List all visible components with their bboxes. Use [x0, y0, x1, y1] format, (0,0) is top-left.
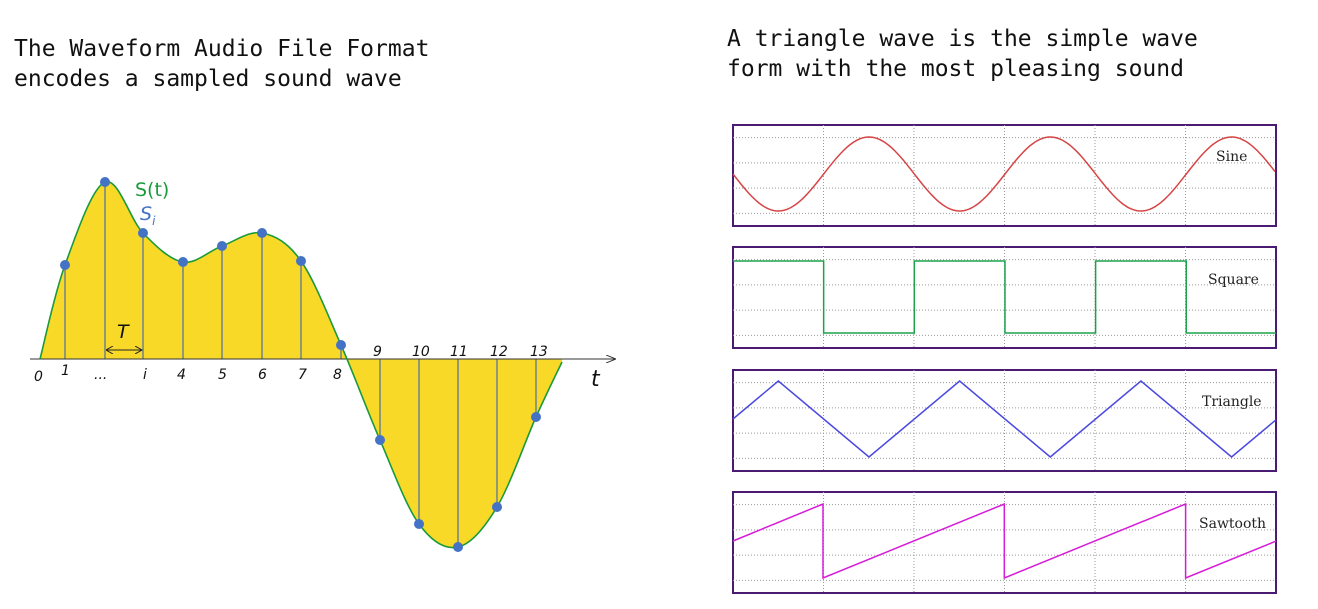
- sample-label: Si: [140, 203, 156, 228]
- tick-4: 4: [177, 367, 186, 383]
- sawtooth-wave-line: [732, 502, 1277, 580]
- signal-area-fill: [40, 181, 562, 548]
- tick-12: 12: [490, 344, 508, 360]
- tick-0: 0: [34, 369, 43, 385]
- sample-label-subscript: i: [152, 214, 156, 228]
- left-caption-line1: The Waveform Audio File Format: [14, 36, 430, 62]
- sample-point: [453, 542, 463, 552]
- tick-13: 13: [530, 344, 548, 360]
- sine-panel-grid: [733, 125, 1276, 226]
- sampling-diagram: S(t) Si T 0 1 ... i 4 5 6 7 8 9 10 11 12…: [30, 177, 640, 552]
- sample-point: [60, 260, 70, 270]
- tick-1: 1: [61, 363, 70, 379]
- tick-6: 6: [258, 367, 267, 383]
- tick-10: 10: [412, 344, 430, 360]
- sample-point: [257, 228, 267, 238]
- triangle-wave-panel: Triangle: [732, 369, 1277, 472]
- square-wave-panel: Square: [732, 246, 1277, 349]
- tick-8: 8: [333, 367, 342, 383]
- left-caption-line2: encodes a sampled sound wave: [14, 66, 402, 92]
- time-axis-label: t: [591, 367, 601, 392]
- sample-point: [375, 435, 385, 445]
- sample-lines: [64, 182, 537, 547]
- tick-ellipsis: ...: [94, 367, 107, 383]
- sample-point: [138, 228, 148, 238]
- sample-point: [217, 241, 227, 251]
- sine-wave-panel: Sine: [732, 124, 1277, 227]
- sample-point: [178, 257, 188, 267]
- triangle-wave-line: [732, 380, 1277, 458]
- left-caption: The Waveform Audio File Format encodes a…: [14, 34, 429, 94]
- sample-point: [492, 502, 502, 512]
- signal-label: S(t): [135, 179, 169, 201]
- sample-dots: [60, 177, 541, 552]
- sample-point: [414, 519, 424, 529]
- right-caption: A triangle wave is the simple wave form …: [727, 24, 1198, 84]
- tick-11: 11: [450, 344, 468, 360]
- square-label: Square: [1208, 272, 1259, 288]
- sample-point: [531, 412, 541, 422]
- right-caption-line2: form with the most pleasing sound: [727, 56, 1184, 82]
- sample-point: [336, 340, 346, 350]
- sawtooth-label: Sawtooth: [1199, 516, 1266, 532]
- tick-5: 5: [218, 367, 227, 383]
- sine-wave-line: [732, 136, 1276, 212]
- tick-i: i: [143, 367, 147, 383]
- period-label: T: [117, 321, 130, 343]
- triangle-label: Triangle: [1202, 394, 1262, 410]
- triangle-panel-grid: [733, 370, 1276, 471]
- tick-7: 7: [298, 367, 307, 383]
- sample-point: [296, 256, 306, 266]
- square-wave-line: [733, 260, 1276, 334]
- sine-label: Sine: [1216, 149, 1247, 165]
- tick-9: 9: [373, 344, 382, 360]
- sawtooth-wave-panel: Sawtooth: [732, 491, 1277, 594]
- sample-label-base: S: [140, 203, 152, 225]
- right-caption-line1: A triangle wave is the simple wave: [727, 26, 1198, 52]
- sample-point: [100, 177, 110, 187]
